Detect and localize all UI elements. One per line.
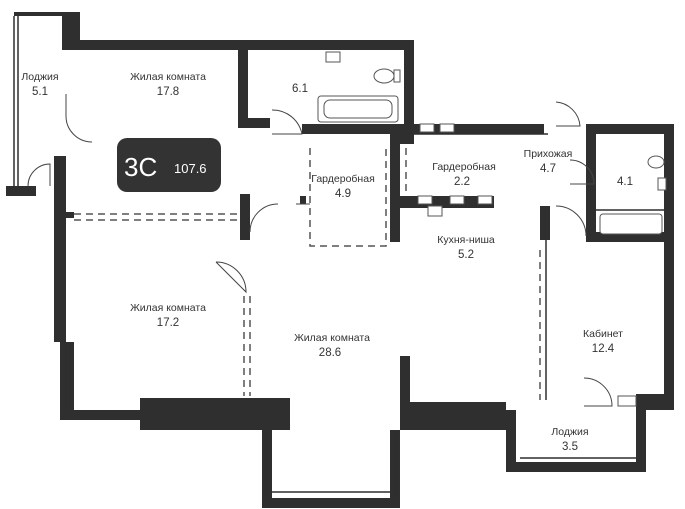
room-name: Лоджия — [21, 71, 58, 83]
room-name: Кабинет — [583, 328, 623, 340]
room-name: Прихожая — [524, 148, 573, 160]
room-name: Лоджия — [551, 426, 588, 438]
door-swing-icon — [555, 101, 581, 127]
thin-walls — [13, 16, 664, 500]
dashed-partitions — [74, 148, 541, 400]
doors — [27, 94, 613, 407]
room-labels: Лоджия 5.1 Жилая комната 17.8 6.1 Гардер… — [21, 71, 633, 453]
room-area: 4.7 — [540, 163, 556, 175]
door-swing-icon — [555, 205, 587, 237]
room-name: Жилая комната — [130, 71, 206, 83]
bathtub-icon — [599, 213, 663, 235]
door-swing-icon — [215, 261, 247, 294]
sink-icon — [427, 205, 443, 217]
apartment-badge: 3С 107.6 — [117, 138, 221, 192]
apartment-type: 3С — [124, 152, 157, 182]
fixtures — [317, 51, 667, 407]
room-name: Гардеробная — [432, 161, 496, 173]
room-area: 5.1 — [32, 86, 48, 98]
room-name: Кухня-ниша — [437, 234, 495, 246]
room-area: 28.6 — [319, 347, 341, 359]
room-name: Жилая комната — [294, 332, 370, 344]
door-swing-icon — [569, 159, 595, 185]
room-area: 4.1 — [617, 176, 633, 188]
door-swing-icon — [271, 109, 303, 135]
room-area: 5.2 — [458, 249, 474, 261]
toilet-icon — [373, 68, 395, 84]
room-area: 3.5 — [562, 441, 578, 453]
room-area: 2.2 — [454, 176, 470, 188]
room-area: 17.8 — [157, 86, 179, 98]
toilet-icon — [647, 155, 665, 169]
room-name: Жилая комната — [130, 302, 206, 314]
door-swing-icon — [583, 377, 613, 407]
room-area: 6.1 — [292, 83, 308, 95]
room-name: Гардеробная — [311, 173, 375, 185]
room-area: 12.4 — [592, 343, 615, 355]
room-area: 4.9 — [335, 188, 351, 200]
sink-icon — [325, 51, 341, 63]
door-swing-icon — [27, 163, 51, 187]
door-swing-icon — [65, 94, 93, 143]
room-area: 17.2 — [157, 317, 179, 329]
door-swing-icon — [249, 203, 279, 233]
apartment-total-area: 107.6 — [174, 161, 207, 176]
walls — [6, 12, 674, 508]
